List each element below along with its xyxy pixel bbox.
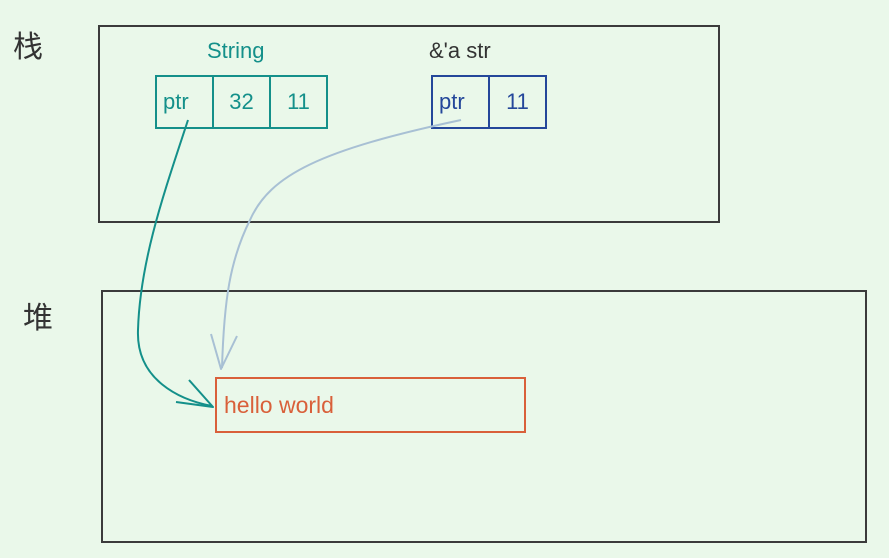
slice-ptr-cell: ptr [431,75,490,129]
string-struct-title: String [207,38,265,63]
string-length-cell: 11 [269,75,328,129]
str-slice-cells: ptr 11 [431,75,547,129]
string-ptr-cell: ptr [155,75,214,129]
str-slice-title: &'a str [429,38,491,63]
stack-label: 栈 [13,30,43,65]
heap-string-data: hello world [215,377,526,433]
string-capacity-cell: 32 [212,75,271,129]
heap-label: 堆 [23,301,53,336]
slice-length-cell: 11 [488,75,547,129]
heap-frame [101,290,867,543]
string-struct-cells: ptr 32 11 [155,75,328,129]
